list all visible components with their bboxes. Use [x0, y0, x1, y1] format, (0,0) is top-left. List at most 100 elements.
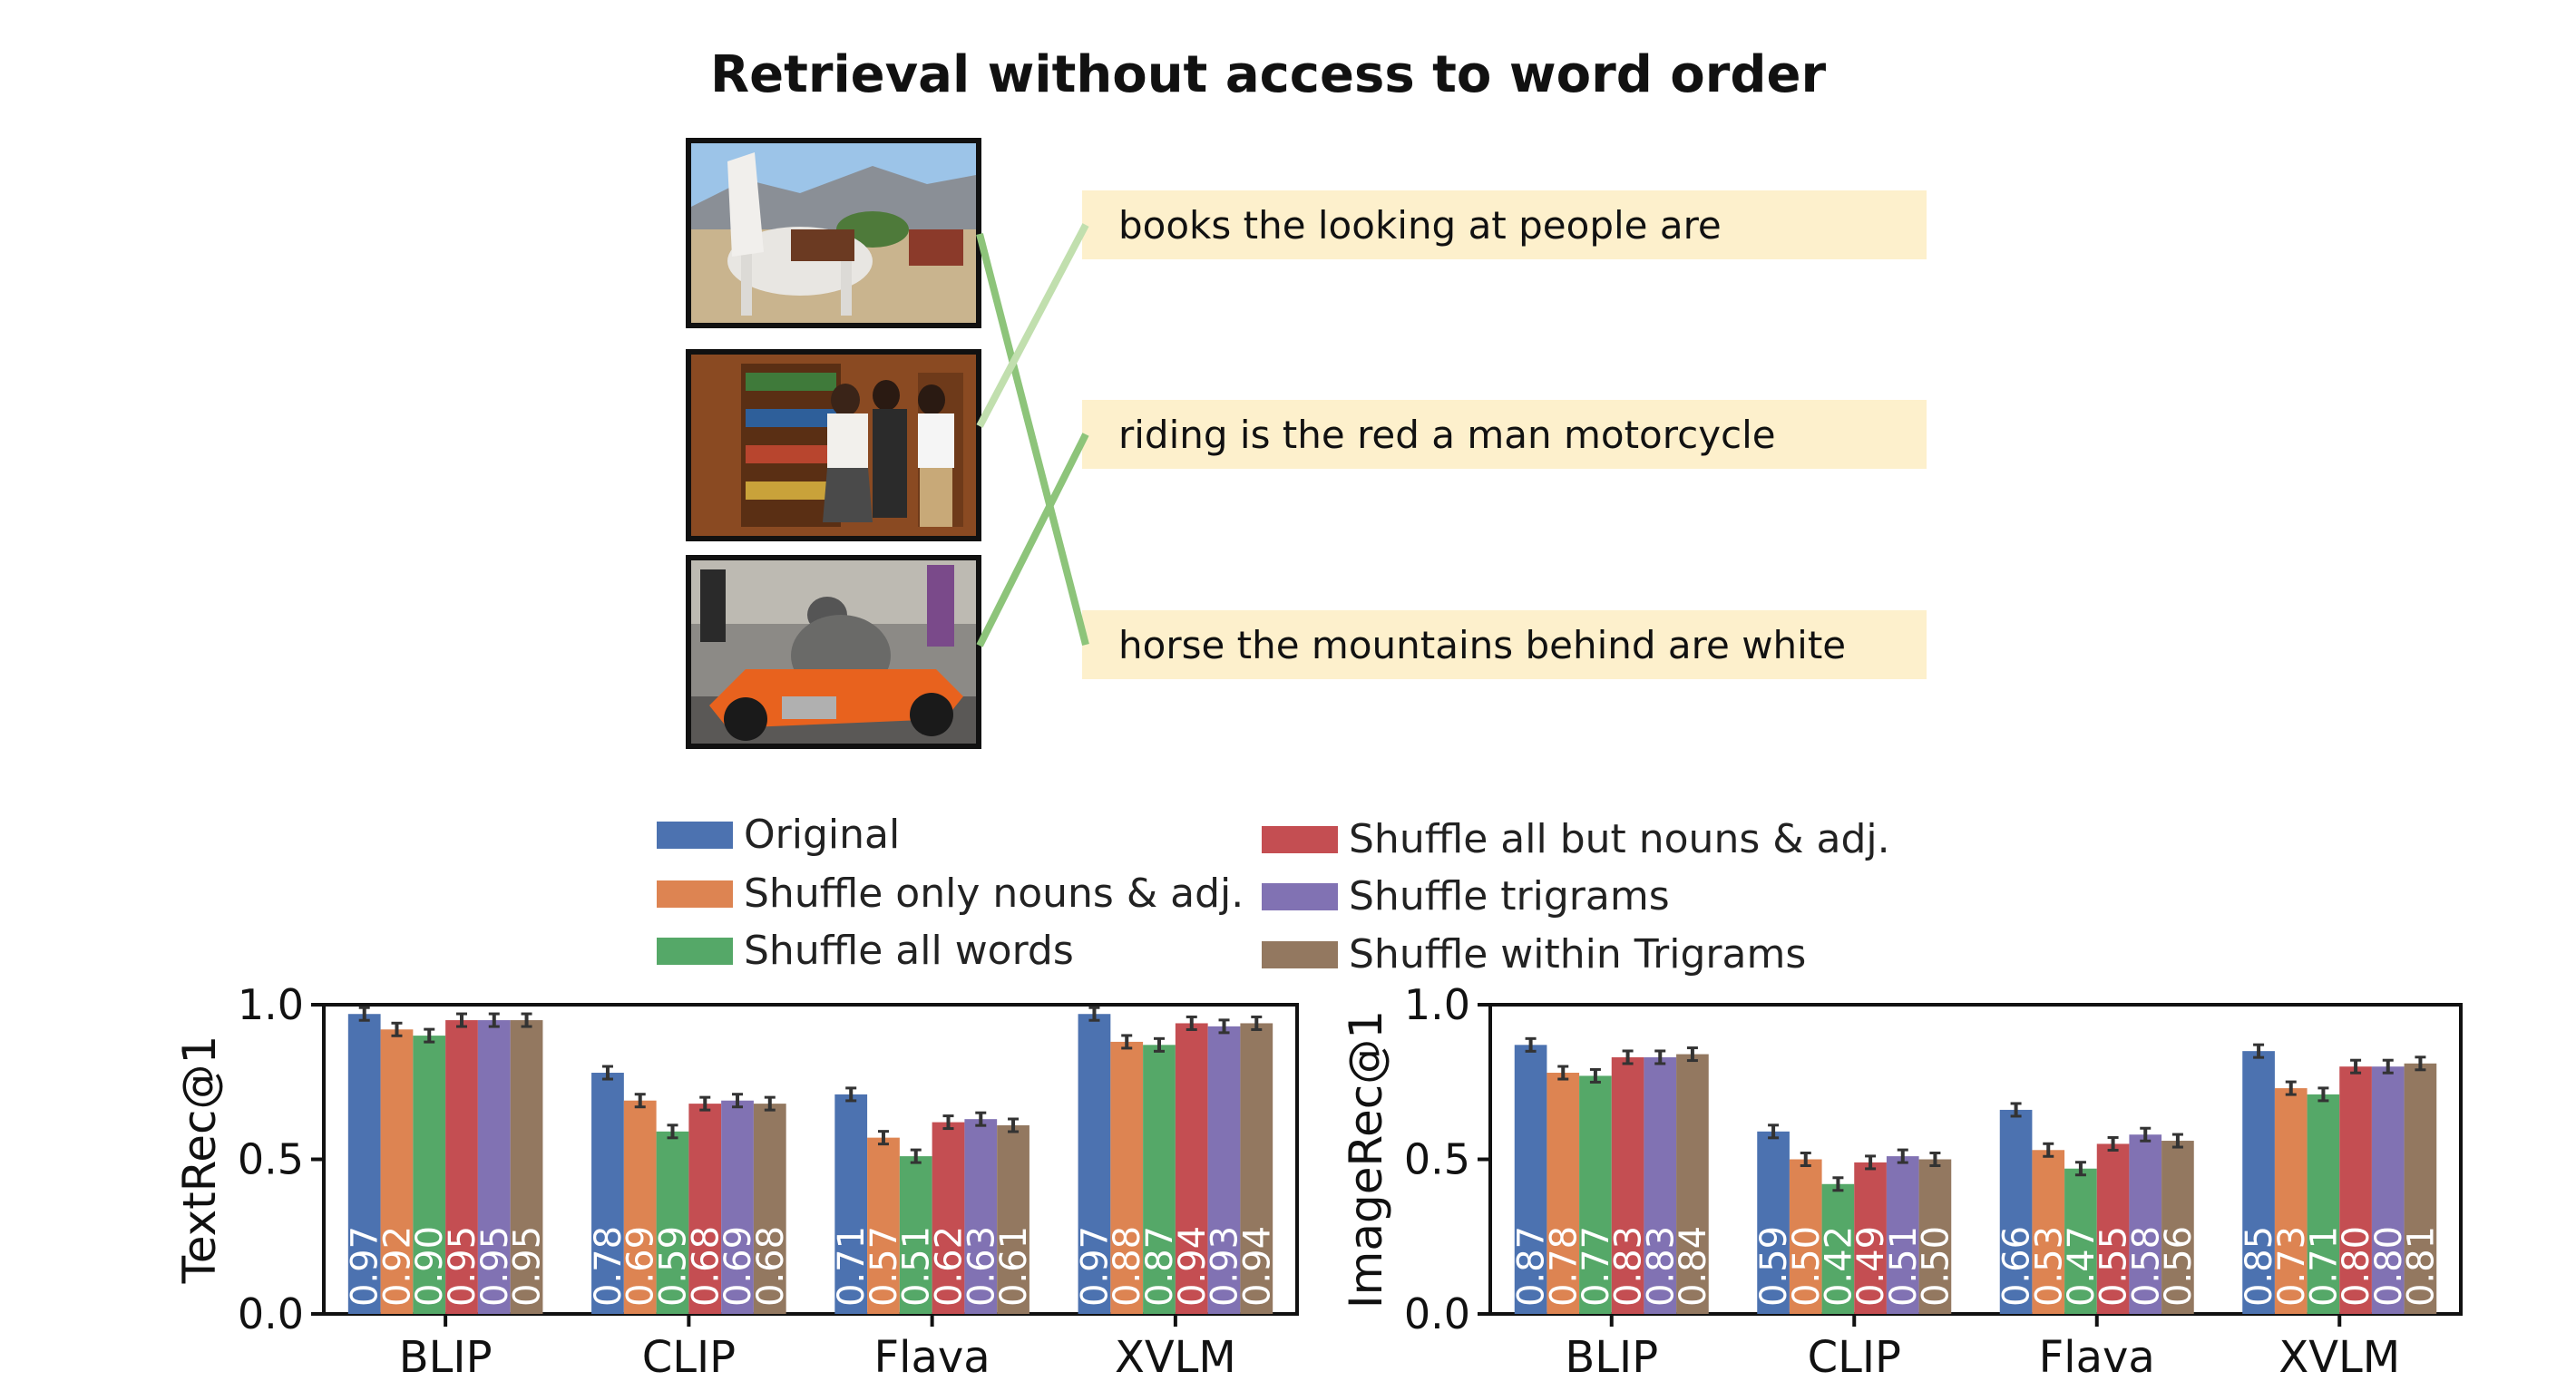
y-axis-label: ImageRec@1 [1340, 1010, 1392, 1308]
legend-item-shuffle-within-trigrams: Shuffle within Trigrams [1262, 931, 1806, 978]
bar-value-label: 0.58 [2125, 1226, 2167, 1307]
bar [1789, 1159, 1822, 1314]
bar-value-label: 0.93 [1205, 1226, 1246, 1307]
bar [1175, 1023, 1208, 1314]
legend-label: Original [744, 812, 901, 858]
y-tick-label: 0.5 [238, 1135, 304, 1184]
legend-item-shuffle-nouns-adj: Shuffle only nouns & adj. [657, 871, 1244, 917]
legend-label: Shuffle all words [744, 928, 1074, 974]
bar-value-label: 0.78 [588, 1226, 629, 1307]
bookshelf-photo [686, 349, 981, 541]
bar-value-label: 0.73 [2271, 1226, 2313, 1307]
bar [1110, 1041, 1144, 1314]
bar-value-label: 0.53 [2028, 1226, 2070, 1307]
bar [2161, 1141, 2194, 1314]
bar-value-label: 0.87 [1511, 1226, 1553, 1307]
bar-value-label: 0.85 [2239, 1226, 2280, 1307]
bar [1999, 1109, 2033, 1314]
bar [1676, 1054, 1709, 1314]
bar-value-label: 0.51 [1883, 1226, 1925, 1307]
connector-lines [976, 223, 1089, 647]
bar-value-label: 0.97 [345, 1226, 386, 1307]
bar [2064, 1168, 2097, 1314]
bar [1611, 1056, 1644, 1314]
bar-value-label: 0.81 [2400, 1226, 2442, 1307]
bar-value-label: 0.50 [1786, 1226, 1828, 1307]
bar [656, 1131, 689, 1314]
bar-value-label: 0.59 [1753, 1226, 1795, 1307]
bar [2404, 1063, 2437, 1314]
bar [721, 1100, 754, 1314]
bar [2339, 1066, 2372, 1314]
bar-value-label: 0.97 [1074, 1226, 1116, 1307]
bar-value-label: 0.95 [442, 1226, 483, 1307]
bar-value-label: 0.95 [474, 1226, 516, 1307]
bar-value-label: 0.84 [1673, 1226, 1714, 1307]
legend-swatch [1262, 882, 1338, 910]
bar [932, 1122, 965, 1314]
caption-1: books the looking at people are [1082, 190, 1927, 259]
y-tick-label: 1.0 [1404, 980, 1470, 1029]
legend-swatch [1262, 825, 1338, 853]
y-tick-label: 0.0 [1404, 1289, 1470, 1338]
legend-item-shuffle-all-words: Shuffle all words [657, 928, 1074, 974]
bar [1918, 1159, 1952, 1314]
bar-value-label: 0.95 [507, 1226, 549, 1307]
bar [1757, 1131, 1790, 1314]
connector-horse-to-caption-3 [976, 232, 1089, 647]
bar [1579, 1075, 1612, 1314]
bar [1078, 1014, 1111, 1314]
legend-swatch [657, 821, 733, 849]
bar-value-label: 0.47 [2061, 1226, 2103, 1307]
bar [2242, 1051, 2275, 1314]
legend-swatch [657, 937, 733, 965]
bar-value-label: 0.83 [1608, 1226, 1650, 1307]
bar [1644, 1056, 1677, 1314]
bar-value-label: 0.69 [620, 1226, 662, 1307]
bar-value-label: 0.63 [961, 1226, 1002, 1307]
figure-title: Retrieval without access to word order [710, 45, 1827, 104]
connector-books-to-caption-1 [976, 223, 1089, 428]
bar [834, 1094, 868, 1314]
bar [2307, 1094, 2340, 1314]
legend-label: Shuffle within Trigrams [1349, 931, 1807, 978]
caption-2: riding is the red a man motorcycle [1082, 400, 1927, 469]
bar [867, 1137, 900, 1314]
bar-value-label: 0.94 [1172, 1226, 1214, 1307]
bar-value-label: 0.68 [750, 1226, 792, 1307]
bar-value-label: 0.94 [1236, 1226, 1278, 1307]
bar [964, 1119, 998, 1314]
y-tick-label: 0.0 [238, 1289, 304, 1338]
bar [510, 1020, 543, 1314]
x-tick-label: BLIP [1565, 1332, 1658, 1383]
bar-value-label: 0.50 [1915, 1226, 1956, 1307]
bar-value-label: 0.71 [831, 1226, 873, 1307]
bar [997, 1124, 1029, 1314]
legend-label: Shuffle trigrams [1349, 873, 1670, 919]
legend-label: Shuffle only nouns & adj. [744, 871, 1244, 917]
x-tick-label: Flava [874, 1332, 990, 1383]
bar-value-label: 0.77 [1576, 1226, 1617, 1307]
x-tick-label: CLIP [642, 1332, 736, 1383]
bar [2032, 1150, 2065, 1314]
bar-value-label: 0.42 [1818, 1226, 1859, 1307]
bar [688, 1104, 722, 1314]
bar-value-label: 0.49 [1850, 1226, 1892, 1307]
bar [1514, 1045, 1547, 1314]
bar-value-label: 0.92 [376, 1226, 418, 1307]
bar [2274, 1088, 2308, 1314]
legend-item-original: Original [657, 812, 900, 858]
bar-value-label: 0.68 [685, 1226, 727, 1307]
bar [477, 1020, 511, 1314]
bar [413, 1036, 446, 1314]
x-tick-label: Flava [2039, 1332, 2155, 1383]
caption-3: horse the mountains behind are white [1082, 610, 1927, 679]
x-tick-label: XVLM [2278, 1332, 2400, 1383]
bar-value-label: 0.80 [2368, 1226, 2410, 1307]
bar-value-label: 0.51 [896, 1226, 938, 1307]
bar-value-label: 0.88 [1107, 1226, 1148, 1307]
bar [623, 1100, 657, 1314]
horse-photo [686, 138, 981, 328]
y-tick-label: 0.5 [1404, 1135, 1470, 1184]
legend-item-shuffle-all-but-nouns-adj: Shuffle all but nouns & adj. [1262, 816, 1890, 862]
